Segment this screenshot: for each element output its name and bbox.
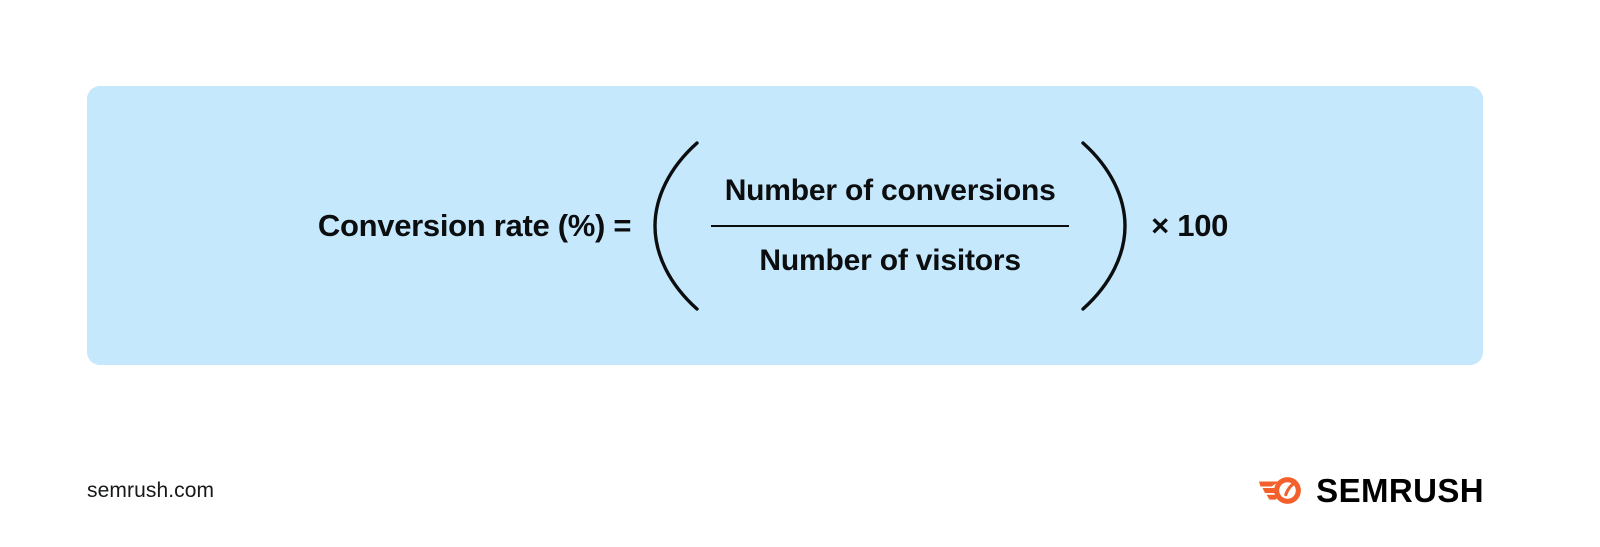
semrush-comet-icon: [1259, 473, 1303, 508]
close-paren-icon: [1075, 140, 1133, 312]
fraction-denominator: Number of visitors: [759, 243, 1021, 277]
formula-row: Conversion rate (%) = Number of conversi…: [87, 86, 1483, 365]
open-paren-icon: [647, 140, 705, 312]
parenthesised-fraction: Number of conversions Number of visitors: [647, 140, 1133, 312]
semrush-logo: SEMRUSH: [1259, 473, 1484, 508]
fraction: Number of conversions Number of visitors: [705, 173, 1075, 277]
fraction-bar: [711, 224, 1070, 227]
formula-left-hand-side: Conversion rate (%) =: [317, 207, 632, 243]
semrush-wordmark: SEMRUSH: [1316, 472, 1484, 509]
formula-expression: Conversion rate (%) = Number of conversi…: [318, 140, 1228, 312]
fraction-numerator: Number of conversions: [724, 173, 1056, 207]
formula-multiplier: × 100: [1151, 207, 1229, 243]
footer-url: semrush.com: [87, 479, 215, 502]
formula-panel: Conversion rate (%) = Number of conversi…: [87, 86, 1483, 365]
